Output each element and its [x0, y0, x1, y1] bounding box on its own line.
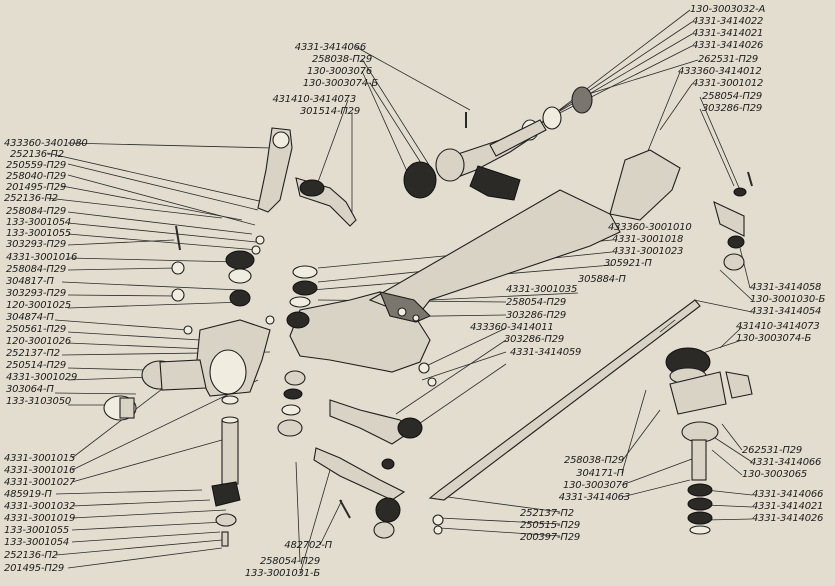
part-label: 262531-П29: [742, 445, 803, 456]
part-label: 130-3003074-Б: [302, 78, 378, 89]
part-label: 258084-П29: [6, 206, 67, 217]
part-label: 130-3003074-Б: [736, 333, 812, 344]
part-label: 258084-П29: [6, 264, 67, 275]
part-label: 433360-3001010: [608, 222, 692, 233]
part-label: 303286-П29: [702, 103, 763, 114]
part-label: 133-3001054: [6, 217, 72, 228]
part-label: 304817-П: [6, 276, 54, 287]
part-label: 130-3003032-А: [690, 4, 766, 15]
part-label: 4331-3001018: [612, 234, 684, 245]
part-label: 252137-П2: [520, 508, 574, 519]
part-label: 130-3003065: [742, 469, 808, 480]
part-label: 4331-3414066: [294, 42, 366, 53]
part-label: 258040-П29: [6, 171, 67, 182]
part-label: 130-3003076: [306, 66, 372, 77]
part-label: 305884-П: [578, 274, 626, 285]
label-group-top-right: 130-3003032-А 4331-3414022 4331-3414021 …: [678, 4, 766, 115]
part-label: 4331-3414021: [752, 501, 824, 512]
part-label: 133-3001054: [4, 537, 70, 548]
part-label: 4331-3001023: [612, 246, 684, 257]
part-label: 120-3001026: [6, 336, 72, 347]
part-label: 201495-П29: [6, 182, 67, 193]
part-label: 250515-П29: [520, 520, 581, 531]
part-label: 258054-П29: [506, 297, 567, 308]
part-label: 252136-П2: [4, 193, 58, 204]
label-group-right-bottom: 262531-П29 4331-3414066 130-3003065 4331…: [742, 445, 823, 525]
part-label: 4331-3001035: [506, 284, 578, 295]
part-label: 258054-П29: [702, 91, 763, 102]
part-label: 433360-3414011: [470, 322, 554, 333]
part-label: 252136-П2: [4, 550, 58, 561]
part-label: 4331-3001029: [6, 372, 78, 383]
part-label: 130-3003076: [562, 480, 628, 491]
part-label: 250514-П29: [6, 360, 67, 371]
part-label: 4331-3414066: [752, 489, 824, 500]
part-label: 258038-П29: [563, 455, 624, 466]
part-label: 303286-П29: [506, 310, 567, 321]
part-label: 4331-3001015: [4, 453, 76, 464]
part-label: 4331-3414021: [692, 28, 764, 39]
part-label: 4331-3414058: [750, 282, 822, 293]
part-label: 4331-3001016: [4, 465, 76, 476]
label-group-center: 433360-3001010 4331-3001018 4331-3001023…: [470, 222, 692, 359]
label-group-right-mid: 4331-3414058 130-3001030-Б 4331-3414054 …: [736, 282, 826, 345]
part-label: 304874-П: [6, 312, 54, 323]
part-label: 130-3001030-Б: [750, 294, 826, 305]
part-label: 4331-3001016: [6, 252, 78, 263]
part-label: 4331-3414022: [692, 16, 764, 27]
part-label: 200397-П29: [520, 532, 581, 543]
part-label: 4331-3414026: [752, 513, 824, 524]
part-label: 303293-П29: [6, 288, 67, 299]
label-group-bottom: 482702-П 258054-П29 133-3001031-Б: [200, 540, 332, 580]
part-label: 4331-3414026: [692, 40, 764, 51]
label-group-bottom-left: 4331-3001015 4331-3001016 4331-3001027 4…: [4, 453, 75, 575]
part-label: 201495-П29: [4, 563, 65, 574]
part-label: 258038-П29: [311, 54, 372, 65]
part-label: 120-3001025: [6, 300, 72, 311]
parts-drawing: [103, 86, 753, 547]
part-label: 133-3001055: [4, 525, 70, 536]
part-label: 133-3001031-Б: [244, 568, 320, 579]
part-label: 262531-П29: [698, 54, 759, 65]
part-label: 4331-3001012: [692, 78, 764, 89]
label-group-left: 433360-3401080 252136-П2 250559-П29 2580…: [0, 138, 88, 407]
part-label: 303064-П: [6, 384, 54, 395]
part-label: 252137-П2: [6, 348, 60, 359]
part-label: 258054-П29: [259, 556, 320, 567]
part-label: 304171-П: [576, 468, 624, 479]
label-group-top-center: 4331-3414066 258038-П29 130-3003076 130-…: [258, 42, 378, 118]
part-label: 431410-3414073: [272, 94, 356, 105]
part-label: 4331-3414063: [558, 492, 630, 503]
part-label: 4331-3001032: [4, 501, 76, 512]
part-label: 4331-3414066: [750, 457, 822, 468]
part-label: 482702-П: [284, 540, 332, 551]
part-label: 252136-П2: [10, 149, 64, 160]
part-label: 250559-П29: [6, 160, 67, 171]
part-label: 133-3001055: [6, 228, 72, 239]
part-label: 485919-П: [4, 489, 52, 500]
part-label: 133-3103050: [6, 396, 72, 407]
part-label: 303293-П29: [6, 239, 67, 250]
part-label: 305921-П: [604, 258, 652, 269]
part-label: 4331-3414059: [510, 347, 582, 358]
part-label: 303286-П29: [504, 334, 565, 345]
part-label: 433360-3414012: [678, 66, 762, 77]
part-label: 4331-3001027: [4, 477, 76, 488]
part-label: 301514-П29: [299, 106, 360, 117]
label-group-bottom-center: 258038-П29 304171-П 130-3003076 4331-341…: [520, 455, 630, 544]
part-label: 250561-П29: [6, 324, 67, 335]
part-label: 4331-3001019: [4, 513, 76, 524]
part-label: 433360-3401080: [4, 138, 88, 149]
part-label: 431410-3414073: [736, 321, 820, 332]
part-label: 4331-3414054: [750, 306, 822, 317]
